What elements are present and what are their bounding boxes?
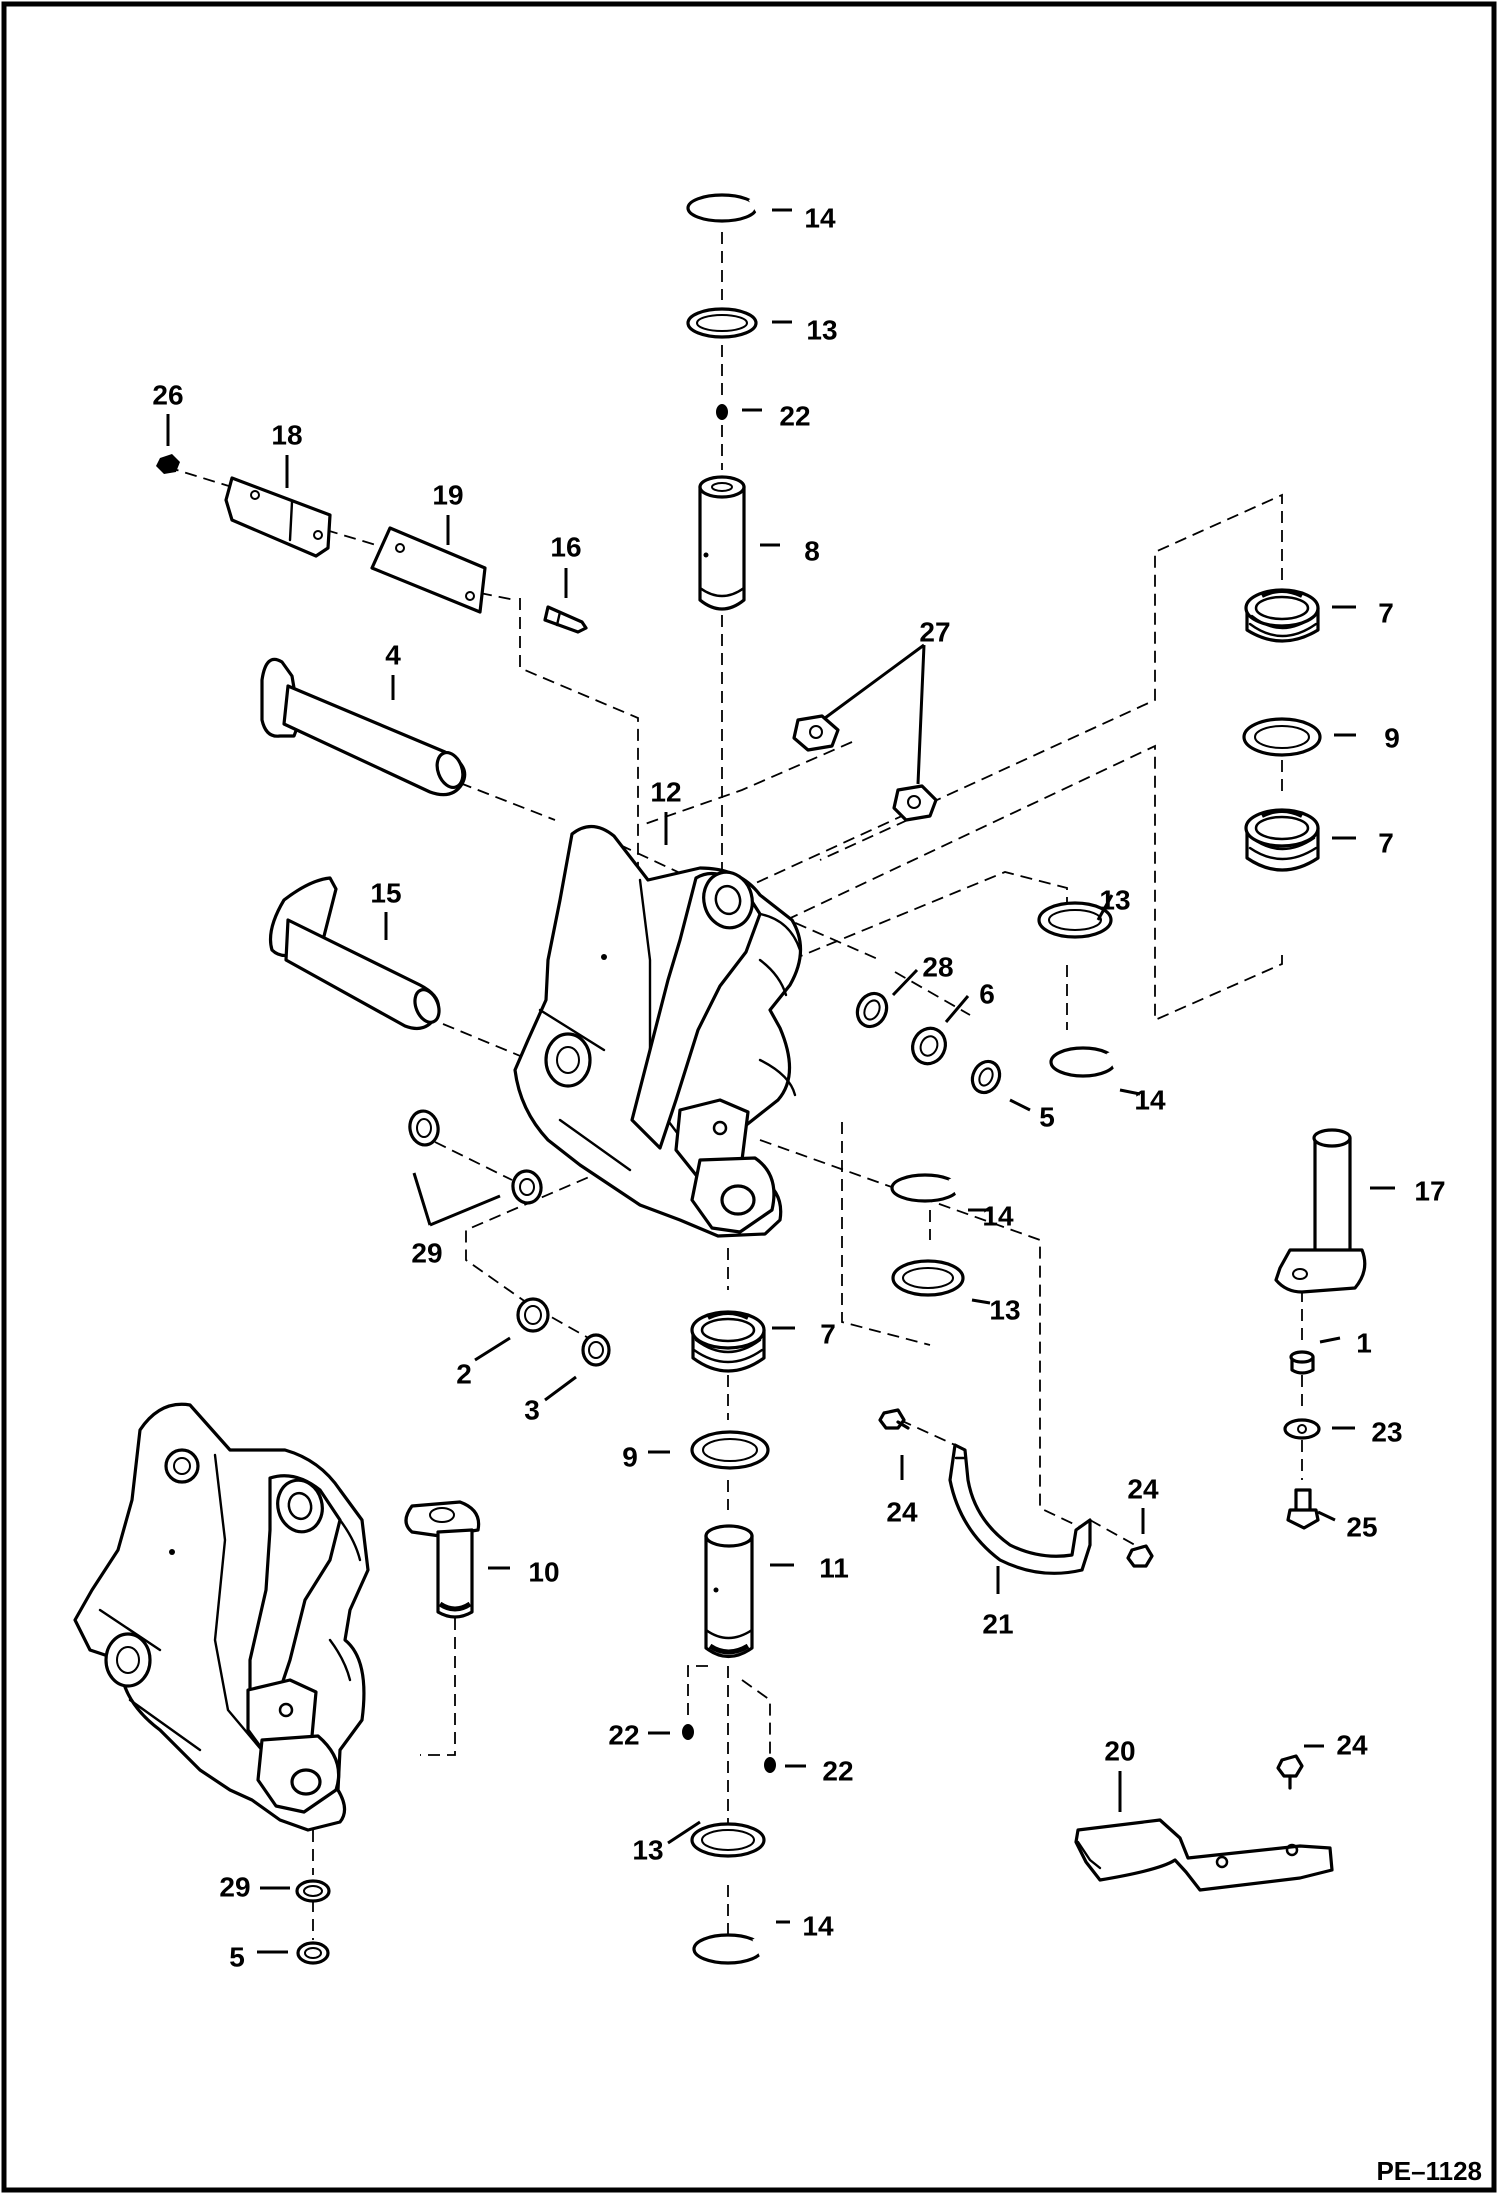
callout-c9a: 9	[1384, 723, 1400, 754]
cover-plate-20	[1074, 1818, 1334, 1892]
callout-c23: 23	[1371, 1417, 1402, 1448]
ring-6	[911, 1026, 947, 1066]
callout-c14d: 14	[802, 1911, 834, 1942]
lock-plate-19	[370, 526, 487, 614]
grease-fitting-22-right	[764, 1757, 776, 1773]
callout-c11: 11	[819, 1553, 849, 1584]
callout-c28: 28	[922, 952, 953, 983]
pin-15	[268, 876, 441, 1030]
callout-c15: 15	[370, 878, 401, 909]
callout-c22c: 22	[822, 1756, 853, 1787]
callout-c24c: 24	[1336, 1730, 1368, 1761]
callout-c7b: 7	[1378, 828, 1394, 859]
leader-lines	[166, 208, 1395, 1954]
callout-c12: 12	[650, 777, 681, 808]
bolt-24-right	[1126, 1544, 1154, 1568]
callout-c14a: 14	[804, 203, 836, 234]
callout-c9b: 9	[622, 1442, 638, 1473]
callout-c16: 16	[550, 532, 581, 563]
nut-26	[156, 454, 180, 474]
snap-ring-14-lower-mid	[890, 1173, 964, 1203]
callout-c14c: 14	[982, 1201, 1014, 1232]
callout-c13d: 13	[632, 1835, 663, 1866]
pivot-pin-8	[698, 475, 746, 611]
parts	[73, 193, 1367, 1965]
bolt-16	[543, 605, 588, 634]
washer-29-upper	[408, 1109, 440, 1147]
pin-4	[260, 657, 467, 797]
pin-17	[1274, 1128, 1367, 1294]
callout-c22b: 22	[608, 1720, 639, 1751]
callout-c13b: 13	[1099, 885, 1130, 916]
callout-c7a: 7	[1378, 598, 1394, 629]
snap-ring-14-right	[1049, 1046, 1122, 1078]
callout-c7c: 7	[820, 1319, 836, 1350]
callout-c26: 26	[152, 380, 183, 411]
pin-10	[404, 1500, 481, 1619]
callout-c13a: 13	[806, 315, 837, 346]
callout-c5a: 5	[1039, 1102, 1055, 1133]
coupler-bracket-12	[513, 824, 803, 1238]
strap-21	[948, 1443, 1092, 1575]
bushing-7-lower	[690, 1310, 766, 1373]
grease-fitting-22-left	[682, 1724, 694, 1740]
washer-9-upper	[1242, 717, 1322, 757]
callout-c8: 8	[804, 536, 820, 567]
coupler-bracket-assembled	[73, 1402, 370, 1832]
callout-c19: 19	[432, 480, 463, 511]
lock-plate-18	[224, 476, 332, 558]
bushing-7-upper	[1244, 588, 1320, 643]
ring-28	[855, 991, 889, 1029]
callout-c24b: 24	[886, 1497, 918, 1528]
callout-c24a: 24	[1127, 1474, 1159, 1505]
ring-5-bottom-left	[296, 1941, 330, 1965]
callout-c14b: 14	[1134, 1085, 1166, 1116]
callout-c2: 2	[456, 1359, 472, 1390]
callout-c4: 4	[385, 640, 401, 671]
ring-5-upper	[970, 1059, 1002, 1095]
washer-29-bottom-left	[295, 1879, 331, 1903]
callout-c5b: 5	[229, 1942, 245, 1973]
bushing-7-middle	[1244, 808, 1320, 872]
callout-c6: 6	[979, 979, 995, 1010]
spacer-1	[1289, 1350, 1315, 1375]
callout-c3: 3	[524, 1395, 540, 1426]
washer-9-lower	[690, 1430, 770, 1470]
washer-29-lower	[511, 1169, 543, 1205]
figure-reference: PE–1128	[1376, 2156, 1482, 2186]
ring-3	[581, 1333, 611, 1367]
callout-c18: 18	[271, 420, 302, 451]
callout-c17: 17	[1414, 1176, 1445, 1207]
bolt-24-bottom	[1276, 1754, 1304, 1790]
callout-c21: 21	[982, 1609, 1013, 1640]
callout-c20: 20	[1104, 1736, 1135, 1767]
ring-2	[516, 1297, 550, 1333]
washer-23	[1283, 1418, 1321, 1440]
seal-13-top	[686, 307, 758, 339]
snap-ring-14-lower	[692, 1933, 768, 1965]
callout-c1: 1	[1356, 1328, 1372, 1359]
pivot-pin-11	[704, 1524, 754, 1659]
callout-c13c: 13	[989, 1295, 1020, 1326]
callout-c29b: 29	[219, 1872, 250, 1903]
nut-27-lower	[892, 784, 938, 822]
callout-c25: 25	[1346, 1512, 1377, 1543]
snap-ring-14-top	[686, 193, 766, 223]
seal-13-lower-mid	[891, 1259, 965, 1297]
bolt-25	[1286, 1488, 1320, 1530]
callout-c29a: 29	[411, 1238, 442, 1269]
callout-c10: 10	[528, 1557, 559, 1588]
nut-27-upper	[792, 714, 840, 752]
callout-c22a: 22	[779, 401, 810, 432]
grease-fitting-22-top	[716, 404, 728, 420]
seal-13-right	[1037, 901, 1113, 939]
callout-c27: 27	[919, 617, 950, 648]
bolt-24-left	[878, 1408, 910, 1430]
